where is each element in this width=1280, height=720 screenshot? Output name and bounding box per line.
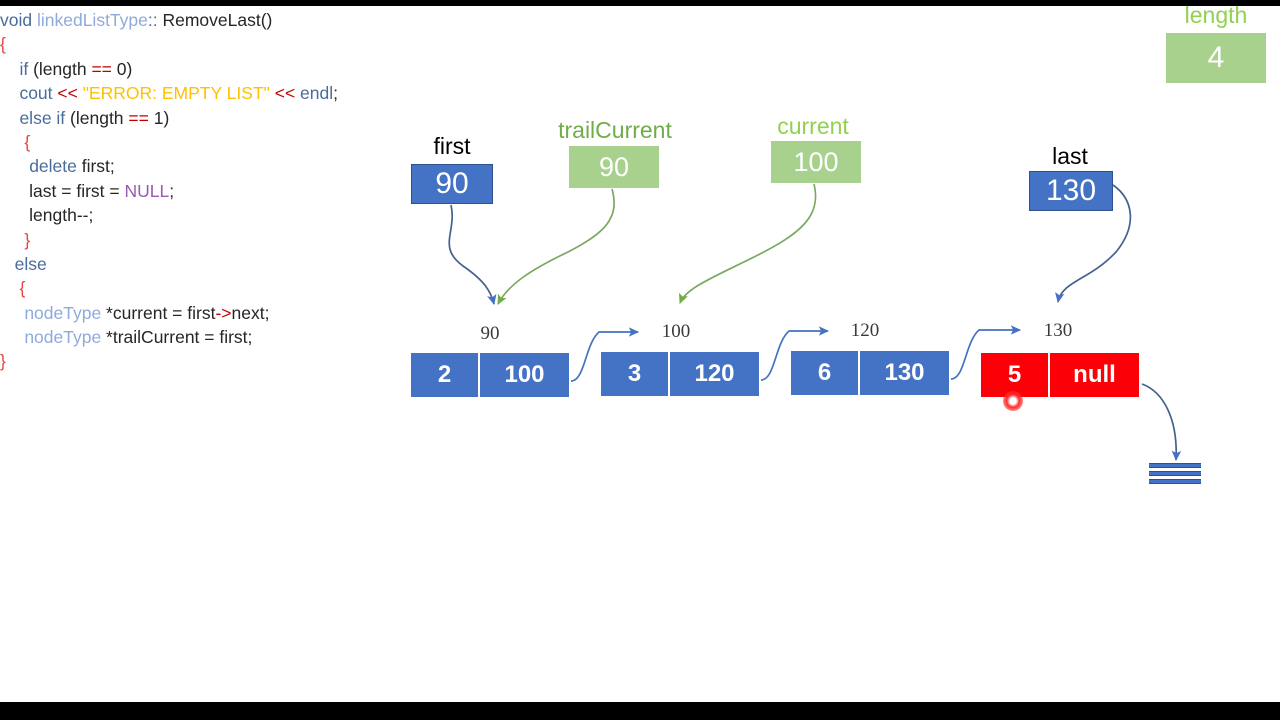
code-token: <<: [57, 83, 83, 104]
ground-bar-2: [1149, 471, 1201, 476]
code-token: ::: [147, 10, 163, 30]
node-address-0: 90: [480, 323, 500, 344]
code-token: }: [0, 351, 6, 372]
ground-bar-1: [1149, 463, 1201, 468]
length-value-box: 4: [1166, 33, 1266, 83]
code-token: [0, 132, 24, 152]
code-token: nodeType: [24, 302, 107, 323]
pointer-box-last: 130: [1029, 171, 1113, 211]
code-token: [0, 278, 19, 298]
code-token: [0, 156, 29, 176]
code-token: <<: [274, 83, 301, 104]
arrow-current-to-node1: [679, 183, 817, 304]
code-token: first;: [81, 156, 115, 177]
pointer-box-current: 100: [771, 141, 861, 183]
code-line-8: length--;: [0, 203, 420, 227]
code-token: if: [19, 58, 34, 79]
code-token: (length: [70, 107, 129, 128]
pointer-label-current: current: [777, 113, 849, 139]
node-next-cell: null: [1049, 352, 1140, 398]
code-token: else: [14, 253, 47, 274]
node-next-cell: 120: [669, 351, 760, 397]
code-token: [0, 303, 24, 323]
node-address-1: 100: [661, 321, 691, 342]
code-line-11: {: [0, 276, 420, 300]
code-token: ==: [128, 107, 154, 128]
code-token: 1): [153, 107, 170, 128]
list-node-0: 2 100: [410, 352, 570, 398]
code-token: [0, 108, 19, 128]
code-token: cout: [19, 83, 58, 104]
code-token: 0): [116, 58, 133, 79]
code-line-7: last = first = NULL;: [0, 179, 420, 203]
pointer-box-first: 90: [411, 164, 493, 204]
code-line-13: nodeType *trailCurrent = first;: [0, 325, 420, 349]
code-token: ->: [215, 302, 232, 323]
code-token: }: [24, 229, 31, 250]
code-token: [0, 254, 15, 274]
code-line-4: else if (length == 1): [0, 106, 420, 130]
code-token: delete: [29, 156, 82, 177]
code-line-0: void linkedListType:: RemoveLast(): [0, 8, 420, 32]
pointer-box-trailcurrent: 90: [569, 146, 659, 188]
code-token: linkedListType: [36, 10, 148, 30]
code-token: endl: [300, 83, 334, 104]
code-token: void: [0, 10, 37, 30]
pointer-label-last: last: [1052, 143, 1088, 169]
list-node-3: 5 null: [980, 352, 1140, 398]
code-token: RemoveLast(): [162, 10, 273, 30]
node-data-cell: 2: [410, 352, 479, 398]
code-token: [0, 83, 19, 103]
code-token: [0, 230, 24, 250]
code-line-2: if (length == 0): [0, 57, 420, 81]
code-token: (length: [33, 58, 92, 79]
ground-terminator-icon: [1149, 463, 1201, 487]
code-line-9: }: [0, 228, 420, 252]
code-token: "ERROR: EMPTY LIST": [82, 83, 275, 104]
code-token: {: [24, 131, 31, 152]
node-next-cell: 100: [479, 352, 570, 398]
length-label: length: [1184, 2, 1248, 28]
letterbox-bottom-bar: [0, 702, 1280, 720]
ground-bar-3: [1149, 479, 1201, 484]
code-token: ;: [333, 83, 338, 104]
code-token: ==: [91, 58, 117, 79]
arrow-node3-null-to-ground: [1141, 383, 1182, 462]
pointer-label-trailcurrent: trailCurrent: [558, 117, 672, 143]
code-line-6: delete first;: [0, 154, 420, 178]
arrow-trailcurrent-to-node0: [497, 188, 615, 305]
code-token: NULL: [124, 180, 170, 201]
cursor-highlight-dot: [1003, 391, 1023, 411]
code-token: *current = first: [106, 302, 216, 323]
letterbox-top-bar: [0, 0, 1280, 6]
node-address-2: 120: [850, 320, 880, 341]
code-line-12: nodeType *current = first->next;: [0, 301, 420, 325]
list-node-1: 3 120: [600, 351, 760, 397]
code-line-1: {: [0, 32, 420, 56]
code-token: nodeType: [24, 327, 107, 348]
arrow-first-to-node0: [448, 204, 497, 305]
code-line-10: else: [0, 252, 420, 276]
node-next-cell: 130: [859, 350, 950, 396]
code-line-3: cout << "ERROR: EMPTY LIST" << endl;: [0, 81, 420, 105]
code-token: last = first =: [0, 180, 125, 201]
code-token: [0, 59, 19, 79]
code-token: ;: [169, 180, 175, 201]
code-token: length--;: [0, 205, 94, 226]
code-token: next;: [231, 302, 270, 323]
code-token: [0, 327, 24, 347]
source-code-block: void linkedListType:: RemoveLast(){ if (…: [0, 8, 420, 374]
code-line-5: {: [0, 130, 420, 154]
code-token: {: [0, 34, 6, 55]
node-data-cell: 3: [600, 351, 669, 397]
pointer-label-first: first: [433, 133, 471, 159]
code-line-14: }: [0, 349, 420, 373]
code-token: *trailCurrent = first;: [106, 327, 253, 348]
node-address-3: 130: [1043, 320, 1073, 341]
list-node-2: 6 130: [790, 350, 950, 396]
node-data-cell: 6: [790, 350, 859, 396]
code-token: {: [19, 278, 26, 299]
code-token: else if: [19, 107, 71, 128]
